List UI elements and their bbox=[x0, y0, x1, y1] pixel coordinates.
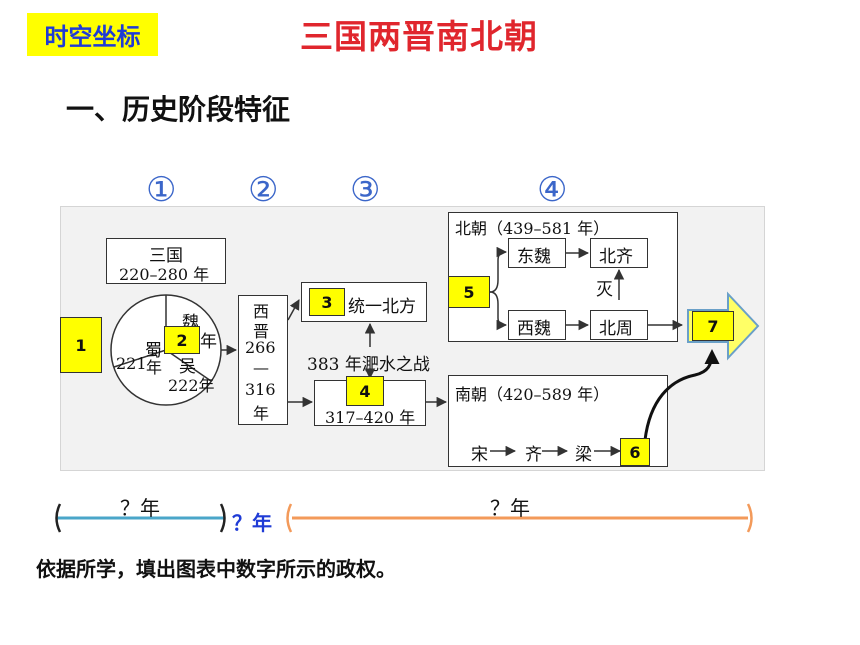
xijin-start: 266 bbox=[245, 338, 276, 357]
tongyi-label: 统一北方 bbox=[348, 297, 416, 317]
feishui-label: 383 年淝水之战 bbox=[307, 355, 430, 375]
dongwei-label: 东魏 bbox=[517, 247, 551, 267]
sanguo-years: 220–280 年 bbox=[119, 265, 210, 284]
blank-6[interactable]: 6 bbox=[620, 438, 650, 466]
mie-label: 灭 bbox=[596, 280, 613, 300]
blank-7-num: 7 bbox=[707, 316, 719, 336]
section-tag: 时空坐标 bbox=[27, 13, 158, 56]
beizhou-label: 北周 bbox=[599, 319, 633, 339]
sanguo-label: 三国 bbox=[149, 246, 183, 266]
liang-label: 梁 bbox=[575, 445, 592, 465]
blank-1[interactable]: 1 bbox=[60, 317, 102, 373]
nanchao-label: 南朝（420–589 年） bbox=[455, 385, 610, 404]
xiwei-box: 西魏 bbox=[508, 310, 566, 340]
timeline-q2: ？年 bbox=[232, 511, 272, 535]
shu-label: 蜀 bbox=[145, 341, 162, 361]
xijin-char-2: 晋 bbox=[253, 322, 270, 341]
timeline-q1: ？年 bbox=[120, 496, 160, 520]
shu-nian: 年 bbox=[146, 358, 163, 377]
qi-label: 齐 bbox=[525, 445, 542, 465]
page-title: 三国两晋南北朝 bbox=[300, 17, 538, 56]
marker-1: ① bbox=[146, 170, 177, 210]
marker-4: ④ bbox=[537, 170, 568, 210]
dongwei-box: 东魏 bbox=[508, 238, 566, 268]
shu-year: 221 bbox=[116, 354, 147, 373]
wu-label: 吴 bbox=[179, 357, 196, 377]
blank-5-num: 5 bbox=[463, 282, 475, 302]
xiwei-label: 西魏 bbox=[517, 319, 551, 339]
marker-3: ③ bbox=[350, 170, 381, 210]
song-label: 宋 bbox=[471, 445, 488, 465]
blank-7[interactable]: 7 bbox=[692, 311, 734, 341]
blank-3-num: 3 bbox=[321, 292, 333, 312]
blank-3[interactable]: 3 bbox=[309, 288, 345, 316]
sanguo-box: 三国 220–280 年 bbox=[106, 238, 226, 284]
beiqi-label: 北齐 bbox=[599, 247, 633, 267]
wu-year: 222年 bbox=[168, 376, 215, 395]
xijin-end: 316 bbox=[245, 380, 276, 399]
xijin-nian: 年 bbox=[253, 404, 270, 423]
blank-1-num: 1 bbox=[75, 335, 87, 355]
beichao-label: 北朝（439–581 年） bbox=[455, 219, 610, 238]
marker-2: ② bbox=[248, 170, 279, 210]
beiqi-box: 北齐 bbox=[590, 238, 648, 268]
blank-2[interactable]: 2 bbox=[164, 326, 200, 354]
blank-4-num: 4 bbox=[359, 381, 371, 401]
timeline-q3: ？年 bbox=[490, 496, 530, 520]
instruction-text: 依据所学，填出图表中数字所示的政权。 bbox=[36, 557, 396, 581]
blank-5[interactable]: 5 bbox=[448, 276, 490, 308]
wei-nian: 年 bbox=[200, 332, 217, 352]
blank-2-num: 2 bbox=[176, 330, 188, 350]
blank-6-num: 6 bbox=[629, 442, 641, 462]
dongjin-years: 317–420 年 bbox=[325, 408, 416, 427]
blank-4[interactable]: 4 bbox=[346, 376, 384, 406]
xijin-box: 西 晋 266 — 316 年 bbox=[238, 295, 288, 425]
xijin-char-1: 西 bbox=[253, 302, 270, 321]
xijin-dash: — bbox=[253, 358, 269, 377]
section-heading: 一、历史阶段特征 bbox=[66, 93, 291, 126]
beizhou-box: 北周 bbox=[590, 310, 648, 340]
